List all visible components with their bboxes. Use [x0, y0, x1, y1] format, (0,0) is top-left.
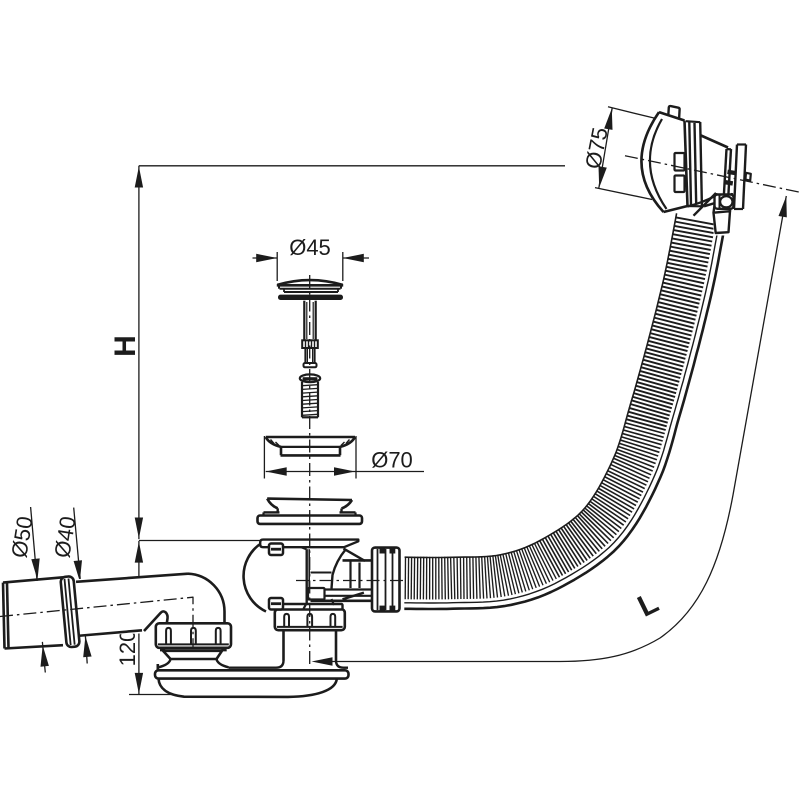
svg-text:H: H	[109, 335, 142, 357]
svg-text:Ø45: Ø45	[289, 235, 331, 260]
svg-text:Ø70: Ø70	[371, 448, 413, 473]
svg-text:120: 120	[115, 630, 140, 667]
